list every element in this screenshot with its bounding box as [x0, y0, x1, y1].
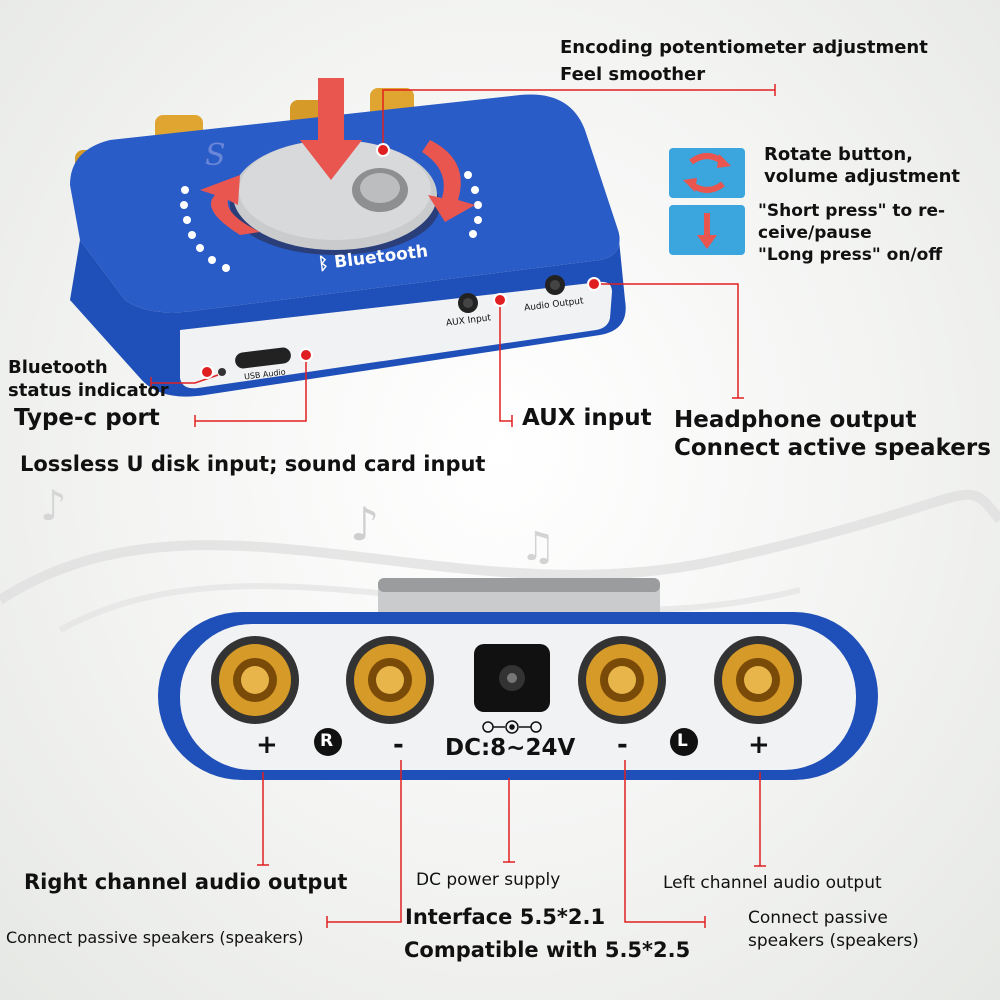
- svg-text:S: S: [205, 138, 226, 173]
- right-channel-badge: R: [320, 731, 334, 751]
- right-minus-label: -: [393, 730, 404, 760]
- type-c-port-caption: Type-c port: [14, 405, 160, 431]
- svg-text:♫: ♫: [520, 524, 556, 570]
- right-channel-output-caption: Right channel audio output: [24, 870, 348, 894]
- volume-adjustment-caption: volume adjustment: [764, 166, 961, 187]
- rotate-button-caption: Rotate button,: [764, 144, 913, 165]
- left-minus-label: -: [617, 730, 628, 760]
- dc-polarity-icon: [482, 720, 542, 734]
- bluetooth-status-caption-line1: Bluetooth: [8, 357, 108, 378]
- speaker-binding-posts: [211, 636, 802, 724]
- lossless-input-caption: Lossless U disk input; sound card input: [20, 452, 486, 476]
- left-plus-label: +: [748, 730, 770, 760]
- rotate-arrows: [200, 78, 475, 235]
- left-channel-output-caption: Left channel audio output: [663, 873, 882, 893]
- dc-voltage-label: DC:8~24V: [445, 735, 576, 761]
- left-channel-badge: L: [677, 731, 688, 751]
- feel-smoother-caption: Feel smoother: [560, 64, 706, 85]
- dc-power-supply-caption: DC power supply: [416, 870, 561, 890]
- svg-text:♪: ♪: [40, 481, 67, 530]
- connect-passive-speakers-left-caption: Connect passive speakers (speakers): [6, 928, 304, 947]
- svg-text:♪: ♪: [350, 497, 379, 551]
- receive-pause-caption: ceive/pause: [758, 223, 872, 243]
- headphone-output-caption: Headphone output: [674, 407, 917, 433]
- connect-active-speakers-caption: Connect active speakers: [674, 435, 991, 461]
- short-press-caption: "Short press" to re-: [758, 201, 946, 221]
- compatible-size-caption: Compatible with 5.5*2.5: [404, 938, 691, 962]
- bluetooth-status-caption-line2: status indicator: [8, 380, 169, 401]
- right-plus-label: +: [256, 730, 278, 760]
- connect-passive-right-caption-line2: speakers (speakers): [748, 931, 919, 951]
- arrow-down-icon: [697, 213, 717, 249]
- aux-input-caption: AUX input: [522, 405, 652, 431]
- rotate-arrows-icon: [683, 153, 731, 193]
- interface-size-caption: Interface 5.5*2.1: [405, 905, 606, 929]
- connect-passive-right-caption-line1: Connect passive: [748, 908, 888, 928]
- volume-led-ring: [180, 171, 482, 272]
- press-button-icon: [669, 205, 745, 255]
- rotate-button-icon: [669, 148, 745, 198]
- long-press-caption: "Long press" on/off: [758, 245, 943, 265]
- encoding-potentiometer-caption: Encoding potentiometer adjustment: [560, 37, 928, 58]
